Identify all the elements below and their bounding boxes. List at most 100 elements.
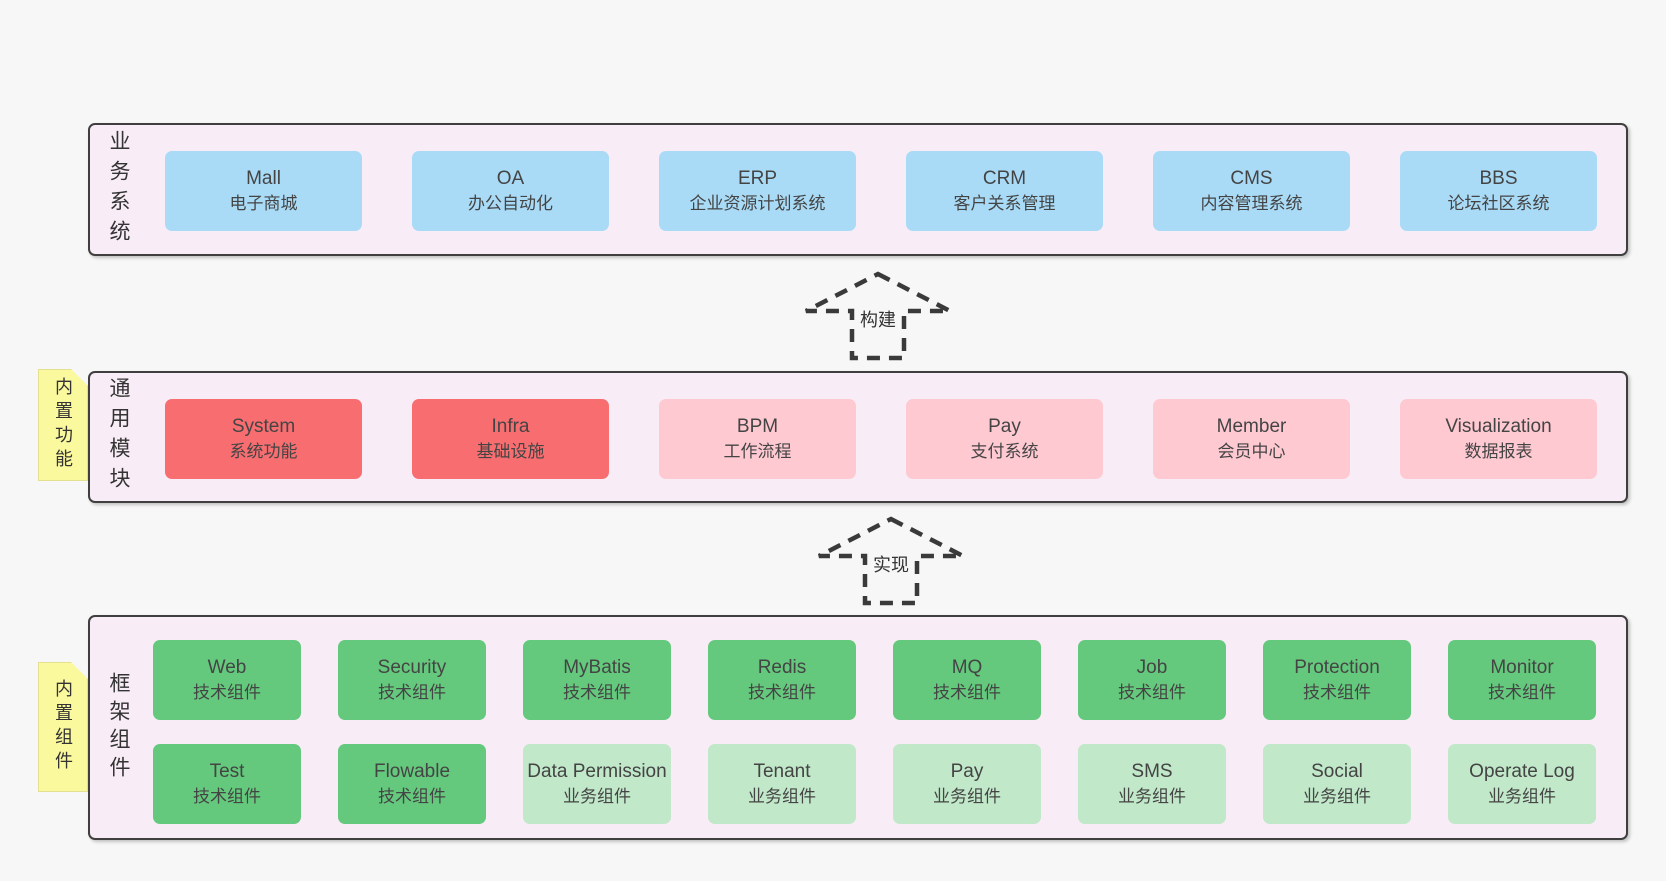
box-subtitle: 办公自动化 [468,194,553,213]
box-subtitle: 企业资源计划系统 [689,194,826,213]
sticky-note-label: 内置功能 [53,377,73,473]
box-test: Test 技术组件 [153,744,301,824]
box-title: Infra [491,416,530,437]
box-title: Redis [757,657,807,678]
box-title: MyBatis [563,657,631,678]
box-cms: CMS 内容管理系统 [1153,151,1350,231]
common-modules-row: System 系统功能 Infra 基础设施 BPM 工作流程 Pay 支付系统… [165,399,1597,479]
box-erp: ERP 企业资源计划系统 [659,151,856,231]
up-arrow-icon [804,271,952,361]
box-monitor: Monitor 技术组件 [1448,640,1596,720]
box-title: BPM [736,416,779,437]
box-web: Web 技术组件 [153,640,301,720]
box-bbs: BBS 论坛社区系统 [1400,151,1597,231]
box-subtitle: 技术组件 [378,683,446,702]
box-bpm: BPM 工作流程 [659,399,856,479]
box-oa: OA 办公自动化 [412,151,609,231]
box-subtitle: 内容管理系统 [1200,194,1303,213]
box-title: Visualization [1445,416,1552,437]
framework-components-row-1: Web 技术组件 Security 技术组件 MyBatis 技术组件 Redi… [153,640,1596,720]
box-tenant: Tenant 业务组件 [708,744,856,824]
up-arrow-icon [817,516,965,606]
common-modules-layer: 通用模块 System 系统功能 Infra 基础设施 BPM 工作流程 Pay… [88,371,1628,503]
box-sms: SMS 业务组件 [1078,744,1226,824]
box-subtitle: 技术组件 [748,683,816,702]
box-title: Flowable [373,761,451,782]
box-protection: Protection 技术组件 [1263,640,1411,720]
framework-components-row-2: Test 技术组件 Flowable 技术组件 Data Permission … [153,744,1596,824]
box-job: Job 技术组件 [1078,640,1226,720]
sticky-note-built-in-components: 内置组件 [38,662,88,792]
box-system: System 系统功能 [165,399,362,479]
layer-label-business-systems: 业务系统 [107,129,130,250]
build-arrow: 构建 [803,270,953,362]
layer-label-common-modules: 通用模块 [107,377,130,497]
box-subtitle: 技术组件 [933,683,1001,702]
layer-label-framework-components: 框架组件 [107,671,130,784]
box-subtitle: 技术组件 [193,787,261,806]
sticky-note-built-in-features: 内置功能 [38,369,88,481]
box-subtitle: 业务组件 [563,787,631,806]
box-title: Mall [246,168,281,189]
box-redis: Redis 技术组件 [708,640,856,720]
box-subtitle: 技术组件 [193,683,261,702]
box-title: Data Permission [527,761,667,782]
implement-arrow-label: 实现 [871,551,911,577]
box-mybatis: MyBatis 技术组件 [523,640,671,720]
box-subtitle: 技术组件 [1303,683,1371,702]
box-title: BBS [1479,168,1518,189]
box-subtitle: 基础设施 [476,442,545,461]
box-crm: CRM 客户关系管理 [906,151,1103,231]
box-security: Security 技术组件 [338,640,486,720]
sticky-note-label: 内置组件 [53,679,73,775]
box-title: ERP [737,168,778,189]
box-operate-log: Operate Log 业务组件 [1448,744,1596,824]
box-subtitle: 业务组件 [1303,787,1371,806]
box-visualization: Visualization 数据报表 [1400,399,1597,479]
box-title: Monitor [1490,657,1554,678]
box-title: CRM [982,168,1027,189]
business-systems-row: Mall 电子商城 OA 办公自动化 ERP 企业资源计划系统 CRM 客户关系… [165,151,1597,231]
box-subtitle: 数据报表 [1464,442,1533,461]
box-subtitle: 会员中心 [1217,442,1286,461]
box-title: System [231,416,296,437]
box-pay-system: Pay 支付系统 [906,399,1103,479]
box-title: OA [496,168,525,189]
box-subtitle: 业务组件 [1118,787,1186,806]
build-arrow-label: 构建 [858,306,898,332]
box-subtitle: 技术组件 [1118,683,1186,702]
box-title: Operate Log [1469,761,1575,782]
box-title: SMS [1131,761,1173,782]
box-title: Pay [988,416,1021,437]
box-subtitle: 工作流程 [723,442,792,461]
box-data-permission: Data Permission 业务组件 [523,744,671,824]
box-title: CMS [1230,168,1273,189]
box-subtitle: 业务组件 [748,787,816,806]
box-subtitle: 论坛社区系统 [1447,194,1550,213]
box-title: Social [1311,761,1363,782]
box-social: Social 业务组件 [1263,744,1411,824]
box-subtitle: 系统功能 [229,442,298,461]
box-subtitle: 支付系统 [970,442,1039,461]
box-pay-component: Pay 业务组件 [893,744,1041,824]
business-systems-layer: 业务系统 Mall 电子商城 OA 办公自动化 ERP 企业资源计划系统 CRM… [88,123,1628,256]
box-title: MQ [951,657,983,678]
box-subtitle: 业务组件 [933,787,1001,806]
box-mq: MQ 技术组件 [893,640,1041,720]
box-flowable: Flowable 技术组件 [338,744,486,824]
box-subtitle: 业务组件 [1488,787,1556,806]
box-infra: Infra 基础设施 [412,399,609,479]
box-title: Tenant [753,761,811,782]
box-title: Member [1216,416,1287,437]
box-subtitle: 技术组件 [378,787,446,806]
box-title: Job [1136,657,1168,678]
box-title: Pay [950,761,984,782]
box-member: Member 会员中心 [1153,399,1350,479]
box-title: Test [209,761,245,782]
box-subtitle: 技术组件 [563,683,631,702]
box-title: Web [207,657,247,678]
box-title: Protection [1294,657,1380,678]
box-subtitle: 客户关系管理 [953,194,1056,213]
implement-arrow: 实现 [816,515,966,607]
